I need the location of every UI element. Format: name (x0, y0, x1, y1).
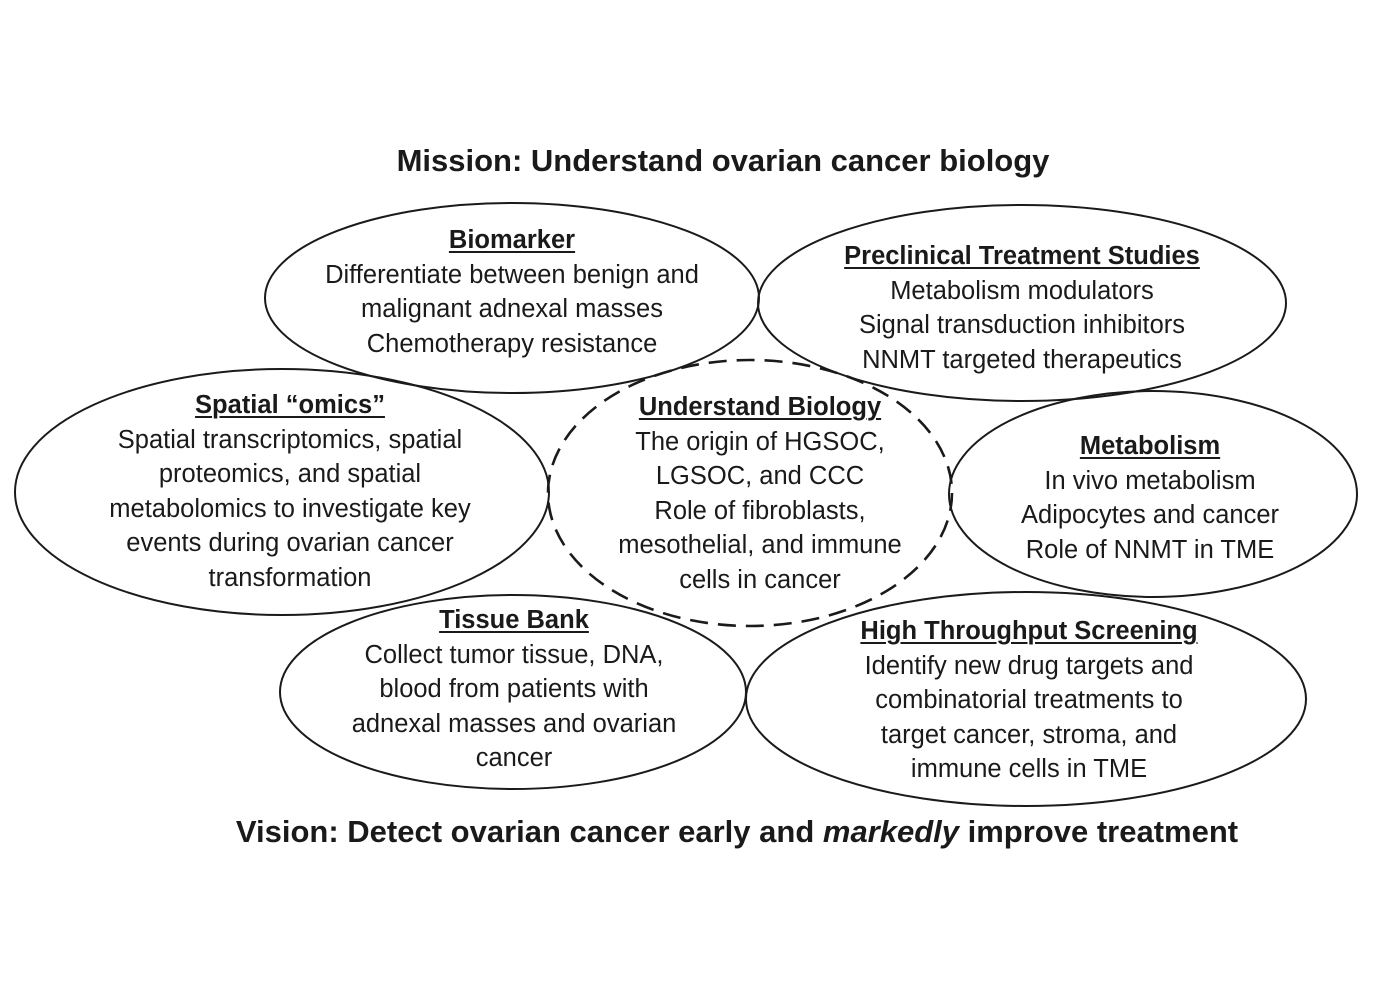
tissue-bank-line: cancer (475, 744, 553, 772)
understand-biology-line: The origin of HGSOC, (635, 427, 885, 456)
spatial-omics-line: metabolomics to investigate key (109, 494, 471, 523)
metabolism-line: Role of NNMT in TME (1025, 535, 1275, 564)
screening-ellipse (745, 591, 1307, 807)
mission-heading: Mission: Understand ovarian cancer biolo… (396, 143, 1050, 178)
metabolism-title: Metabolism (1079, 432, 1221, 460)
understand-biology-node: Understand Biology The origin of HGSOC, … (560, 390, 960, 597)
understand-biology-title: Understand Biology (638, 393, 882, 421)
screening-line: combinatorial treatments to (875, 686, 1183, 714)
biomarker-line: Differentiate between benign and (325, 260, 699, 289)
tissue-bank-line: blood from patients with (379, 675, 649, 703)
tissue-bank-title: Tissue Bank (439, 606, 589, 634)
biomarker-line: Chemotherapy resistance (366, 329, 658, 358)
preclinical-title: Preclinical Treatment Studies (844, 242, 1200, 270)
preclinical-ellipse (757, 204, 1287, 402)
spatial-omics-line: Spatial transcriptomics, spatial (117, 425, 463, 454)
spatial-omics-title: Spatial “omics” (195, 391, 385, 419)
tissue-bank-line: adnexal masses and ovarian (351, 709, 677, 738)
vision-text-start: Vision: Detect ovarian cancer early and (235, 814, 823, 849)
tissue-bank-line: Collect tumor tissue, DNA, (364, 640, 664, 669)
metabolism-line: Adipocytes and cancer (1021, 501, 1279, 529)
preclinical-line: Signal transduction inhibitors (858, 311, 1186, 339)
understand-biology-line: LGSOC, and CCC (655, 462, 865, 490)
vision-emphasis: markedly (822, 814, 960, 849)
metabolism-line: In vivo metabolism (1044, 466, 1256, 495)
understand-biology-line: cells in cancer (679, 565, 841, 594)
understand-biology-line: mesothelial, and immune (618, 531, 902, 559)
screening-line: immune cells in TME (910, 755, 1148, 783)
spatial-omics-node: Spatial “omics” Spatial transcriptomics,… (50, 388, 530, 595)
tissue-bank-node: Tissue Bank Collect tumor tissue, DNA, b… (284, 603, 744, 776)
screening-title: High Throughput Screening (860, 617, 1198, 645)
spatial-omics-line: events during ovarian cancer (126, 529, 454, 557)
metabolism-ellipse (948, 390, 1358, 598)
preclinical-line: Metabolism modulators (890, 276, 1154, 305)
screening-node: High Throughput Screening Identify new d… (789, 614, 1269, 787)
preclinical-line: NNMT targeted therapeutics (862, 345, 1182, 374)
spatial-omics-line: proteomics, and spatial (158, 460, 422, 488)
vision-heading: Vision: Detect ovarian cancer early and … (0, 814, 1380, 850)
spatial-omics-line: transformation (208, 563, 372, 592)
vision-text-end: improve treatment (959, 814, 1239, 849)
understand-biology-line: Role of fibroblasts, (654, 496, 866, 525)
screening-line: target cancer, stroma, and (880, 720, 1178, 749)
biomarker-title: Biomarker (448, 226, 576, 254)
biomarker-line: malignant adnexal masses (361, 295, 663, 323)
metabolism-node: Metabolism In vivo metabolism Adipocytes… (960, 429, 1340, 567)
preclinical-node: Preclinical Treatment Studies Metabolism… (782, 239, 1262, 377)
biomarker-node: Biomarker Differentiate between benign a… (272, 223, 752, 361)
screening-line: Identify new drug targets and (864, 651, 1194, 680)
understand-biology-ellipse (546, 358, 954, 628)
